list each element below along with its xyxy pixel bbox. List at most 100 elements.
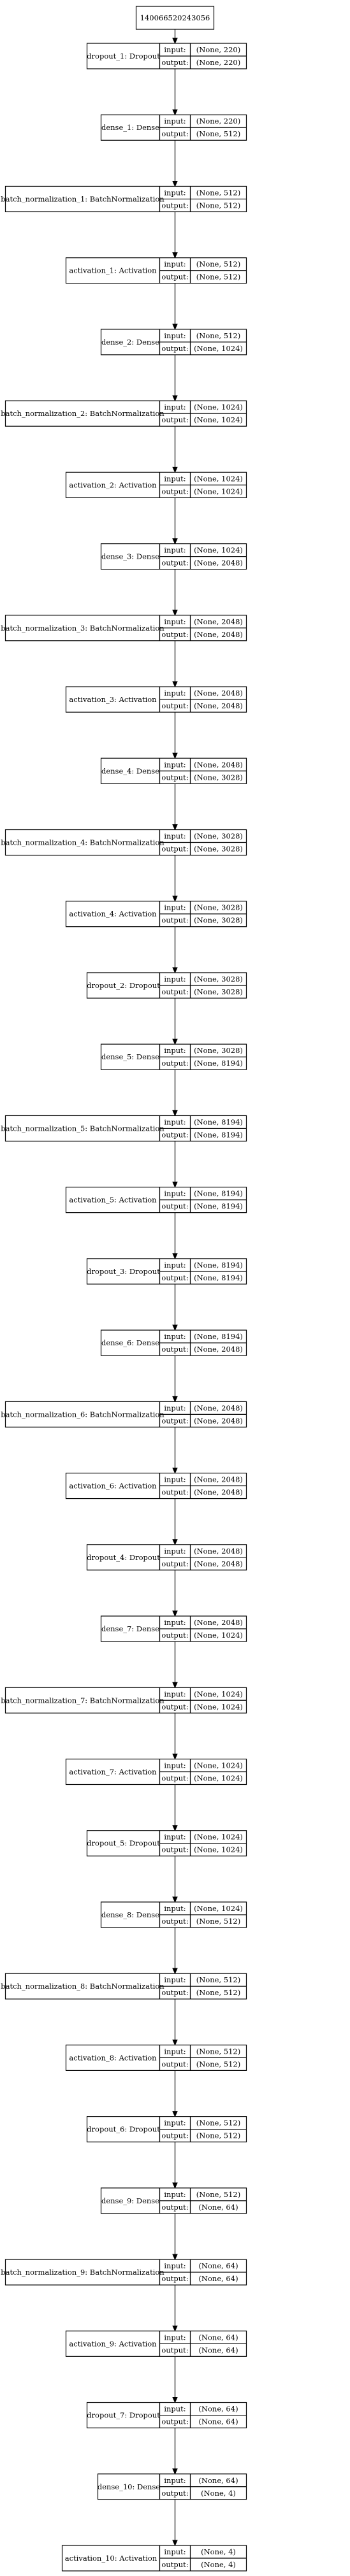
edge-arrow [172,1713,178,1760]
edge-arrow [172,712,178,759]
layer-name: activation_2: Activation [69,480,157,489]
input-shape: (None, 512) [196,188,240,197]
layer-node: activation_10: Activationinput:output:(N… [61,2545,247,2572]
input-port-label: input: [164,975,186,984]
layer-node: batch_normalization_4: BatchNormalizatio… [1,829,247,856]
output-port-label: output: [161,129,188,138]
edge-arrow [172,140,178,187]
input-shape: (None, 64) [198,2405,238,2414]
input-port-label: input: [164,2405,186,2414]
input-shape: (None, 2048) [194,1618,243,1627]
input-port-label: input: [164,2547,186,2556]
input-shape: (None, 8194) [194,1332,243,1341]
input-port-label: input: [164,1618,186,1627]
input-port-label: input: [164,689,186,698]
layer-name: dense_4: Dense [101,766,159,775]
output-port-label: output: [161,1988,188,1997]
input-port-label: input: [164,117,186,125]
layer-name: batch_normalization_6: BatchNormalizatio… [1,1410,164,1419]
output-shape: (None, 512) [196,129,240,138]
layer-node: batch_normalization_6: BatchNormalizatio… [1,1401,247,1428]
layer-node: activation_7: Activationinput:output:(No… [65,1758,247,1785]
output-shape: (None, 8194) [194,1059,243,1068]
input-port-label: input: [164,2119,186,2128]
layer-name: batch_normalization_5: BatchNormalizatio… [1,1124,164,1133]
edge-arrow [172,2356,178,2403]
edge-arrow [172,1070,178,1117]
output-port-label: output: [161,845,188,854]
input-port-label: input: [164,260,186,269]
layer-name: dropout_1: Dropout [87,52,160,61]
output-port-label: output: [161,2560,188,2569]
output-shape: (None, 4) [201,2489,236,2498]
edge-arrow [172,1427,178,1474]
layer-node: activation_2: Activationinput:output:(No… [65,471,247,498]
input-port-label: input: [164,45,186,54]
output-shape: (None, 8194) [194,1130,243,1139]
output-port-label: output: [161,2059,188,2068]
edge-arrow [172,1642,178,1689]
layer-name: dense_5: Dense [101,1052,159,1061]
input-port-label: input: [164,1689,186,1698]
input-shape: (None, 8194) [194,1117,243,1126]
edge-arrow [172,569,178,617]
output-shape: (None, 64) [198,2345,238,2354]
output-shape: (None, 3028) [194,845,243,854]
input-port-label: input: [164,2333,186,2342]
output-port-label: output: [161,2489,188,2498]
input-port-label: input: [164,1332,186,1341]
input-port-label: input: [164,1189,186,1198]
output-shape: (None, 3028) [194,987,243,996]
layer-name: batch_normalization_1: BatchNormalizatio… [1,194,164,203]
edge-arrow [172,640,178,688]
output-shape: (None, 512) [196,2131,240,2140]
edge-arrow [172,283,178,331]
input-shape: (None, 1024) [194,403,243,411]
input-shape: (None, 512) [196,1975,240,1984]
input-shape: (None, 1024) [194,546,243,555]
layer-name: activation_1: Activation [69,266,157,275]
output-port-label: output: [161,2203,188,2212]
layer-node: activation_8: Activationinput:output:(No… [65,2044,247,2071]
input-port-label: input: [164,1117,186,1126]
layer-name: activation_3: Activation [69,695,157,704]
edge-arrow [172,211,178,259]
edge-arrow [172,1784,178,1831]
edge-arrow [172,426,178,473]
output-port-label: output: [161,1559,188,1568]
input-port-label: input: [164,1547,186,1556]
edge-arrow [172,1999,178,2046]
output-shape: (None, 512) [196,201,240,210]
input-port-label: input: [164,1475,186,1484]
layer-node: batch_normalization_7: BatchNormalizatio… [1,1687,247,1714]
input-shape: (None, 4) [201,2547,236,2556]
output-shape: (None, 2048) [194,1345,243,1354]
input-shape: (None, 8194) [194,1261,243,1270]
output-port-label: output: [161,2131,188,2140]
output-shape: (None, 4) [201,2560,236,2569]
edge-arrow [172,1141,178,1188]
input-port-label: input: [164,1046,186,1055]
edge-arrow [172,2285,178,2332]
input-shape: (None, 1024) [194,1689,243,1698]
input-port-label: input: [164,1833,186,1842]
output-port-label: output: [161,2345,188,2354]
edge-arrow [172,1498,178,1546]
input-shape: (None, 220) [196,117,240,125]
input-shape: (None, 64) [198,2333,238,2342]
output-shape: (None, 512) [196,273,240,282]
edge-arrow [172,29,178,45]
input-shape: (None, 64) [198,2476,238,2485]
layer-name: dense_10: Dense [98,2482,161,2491]
output-port-label: output: [161,559,188,568]
input-port-label: input: [164,1761,186,1770]
layer-node: activation_6: Activationinput:output:(No… [65,1472,247,1499]
layer-name: batch_normalization_3: BatchNormalizatio… [1,624,164,633]
output-shape: (None, 1024) [194,1702,243,1711]
